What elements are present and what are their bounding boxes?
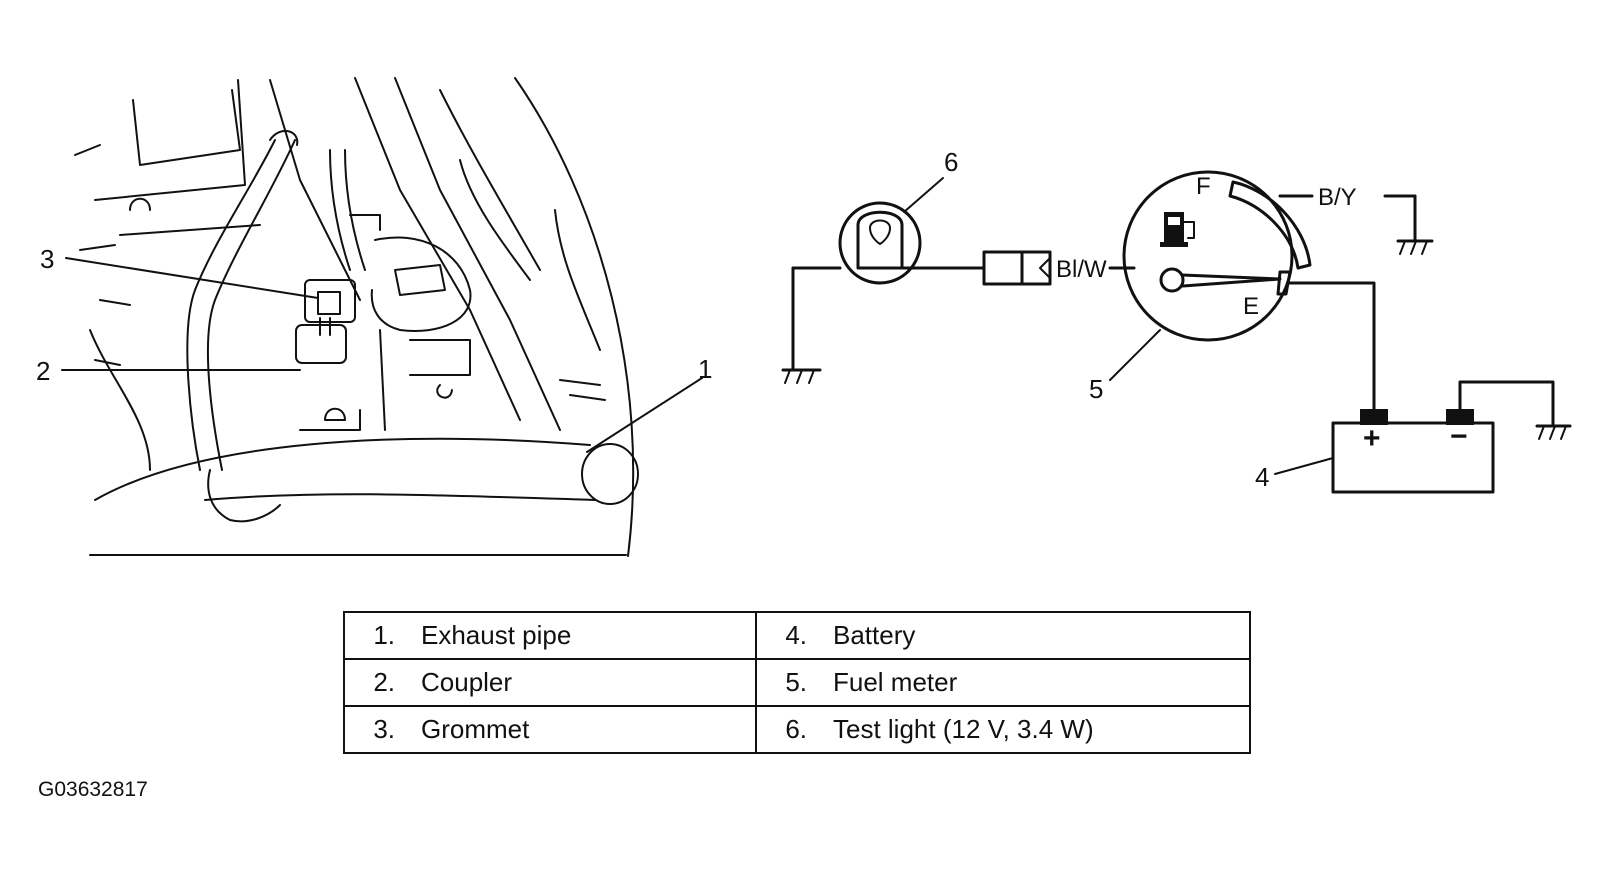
battery-negative-terminal: −: [1450, 420, 1468, 453]
callout-5: 5: [1089, 374, 1103, 404]
legend-number: 5.: [785, 667, 807, 697]
legend-row: 2. Coupler 5. Fuel meter: [343, 658, 1251, 707]
leader-lines-left: [61, 257, 703, 453]
legend-cell-right: 6. Test light (12 V, 3.4 W): [755, 705, 1251, 754]
wire-label-bl-w: Bl/W: [1056, 256, 1107, 283]
callout-6: 6: [944, 147, 958, 177]
battery-positive-terminal: +: [1363, 422, 1381, 455]
legend-label: Fuel meter: [833, 667, 958, 697]
gauge-full-mark: F: [1196, 173, 1211, 200]
legend-number: 4.: [785, 620, 807, 650]
callout-4: 4: [1255, 462, 1269, 492]
legend-row: 3. Grommet 6. Test light (12 V, 3.4 W): [343, 705, 1251, 754]
wire-label-b-y: B/Y: [1318, 184, 1357, 211]
ground-symbol-battery: [1458, 380, 1572, 440]
callout-3: 3: [40, 244, 54, 274]
legend-label: Coupler: [421, 667, 513, 697]
figure-id: G03632817: [38, 778, 148, 801]
legend-cell-right: 5. Fuel meter: [755, 658, 1251, 707]
bl-w-connector: [982, 250, 1052, 286]
legend-row: 1. Exhaust pipe 4. Battery: [343, 611, 1251, 660]
exhaust-pipe-drawing: [94, 437, 639, 523]
leader-lines-right: [903, 177, 1334, 475]
legend-cell-left: 2. Coupler: [343, 658, 757, 707]
ground-symbol-left: [781, 266, 822, 384]
legend-cell-left: 1. Exhaust pipe: [343, 611, 757, 660]
legend-number: 3.: [373, 714, 395, 744]
ground-symbol-top: [1383, 194, 1434, 255]
parts-legend-table: 1. Exhaust pipe 4. Battery 2. Coupler 5. Fue…: [343, 611, 1251, 754]
legend-label: Grommet: [421, 714, 530, 744]
legend-label: Exhaust pipe: [421, 620, 572, 650]
callout-2: 2: [36, 356, 50, 386]
legend-label: Test light (12 V, 3.4 W): [833, 714, 1094, 744]
legend-number: 6.: [785, 714, 807, 744]
underbody-illustration: [74, 77, 639, 557]
legend-cell-right: 4. Battery: [755, 611, 1251, 660]
test-light-bulb: [838, 201, 922, 285]
legend-number: 2.: [373, 667, 395, 697]
fuel-meter-gauge: F E: [1122, 170, 1312, 342]
legend-cell-left: 3. Grommet: [343, 705, 757, 754]
fuel-pump-icon: [1160, 212, 1195, 247]
callout-1: 1: [698, 354, 712, 384]
test-circuit: Bl/W F E B/Y: [781, 170, 1572, 494]
gauge-empty-mark: E: [1243, 293, 1259, 320]
battery: + −: [1331, 409, 1495, 494]
legend-number: 1.: [373, 620, 395, 650]
legend-label: Battery: [833, 620, 916, 650]
coupler-assembly: [295, 279, 356, 364]
